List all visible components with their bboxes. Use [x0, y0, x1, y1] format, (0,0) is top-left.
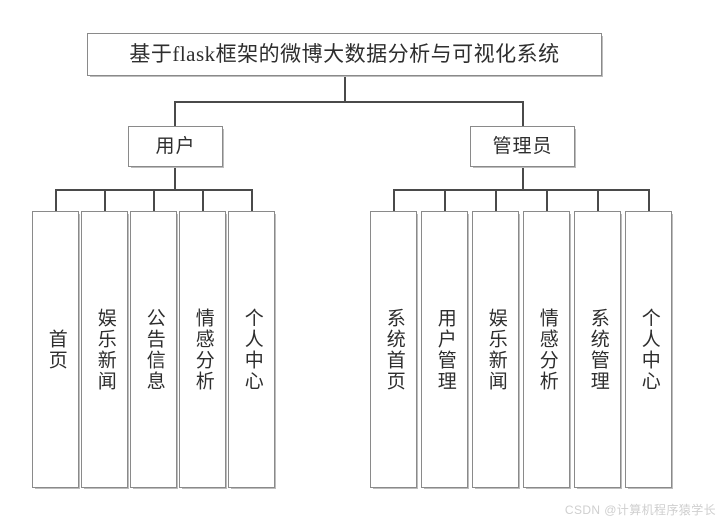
- leaf-node-label: 用户管理: [434, 307, 456, 392]
- role-node-admin: 管理员: [470, 126, 575, 167]
- leaf-node-admin-personal-center: 个人中心: [625, 211, 672, 488]
- leaf-node-admin-entertainment-news: 娱乐新闻: [472, 211, 519, 488]
- connector-admin-drop-5: [597, 189, 599, 212]
- connector-admin-drop-2: [444, 189, 446, 212]
- connector-user-drop-4: [202, 189, 204, 212]
- connector-admin-bus: [393, 189, 649, 191]
- connector-role-bus: [174, 101, 524, 103]
- connector-user-trunk: [174, 166, 176, 191]
- leaf-node-label: 系统管理: [587, 307, 609, 392]
- connector-role-drop-admin: [522, 101, 524, 127]
- leaf-node-admin-system-home: 系统首页: [370, 211, 417, 488]
- leaf-node-label: 情感分析: [192, 307, 214, 392]
- connector-admin-drop-1: [393, 189, 395, 212]
- leaf-node-label: 娱乐新闻: [94, 307, 116, 392]
- leaf-node-label: 情感分析: [536, 307, 558, 392]
- leaf-node-user-personal-center: 个人中心: [228, 211, 275, 488]
- role-node-admin-label: 管理员: [492, 136, 553, 157]
- leaf-node-admin-user-management: 用户管理: [421, 211, 468, 488]
- connector-user-drop-1: [55, 189, 57, 212]
- connector-admin-drop-3: [495, 189, 497, 212]
- leaf-node-label: 娱乐新闻: [485, 307, 507, 392]
- connector-admin-drop-6: [648, 189, 650, 212]
- leaf-node-user-sentiment-analysis: 情感分析: [179, 211, 226, 488]
- leaf-node-label: 个人中心: [638, 307, 660, 392]
- leaf-node-admin-sentiment-analysis: 情感分析: [523, 211, 570, 488]
- leaf-node-admin-system-management: 系统管理: [574, 211, 621, 488]
- leaf-node-user-home: 首页: [32, 211, 79, 488]
- connector-role-drop-user: [174, 101, 176, 127]
- leaf-node-label: 个人中心: [241, 307, 263, 392]
- leaf-node-label: 系统首页: [383, 307, 405, 392]
- leaf-node-label: 公告信息: [143, 307, 165, 392]
- role-node-user: 用户: [128, 126, 223, 167]
- leaf-node-user-entertainment-news: 娱乐新闻: [81, 211, 128, 488]
- connector-admin-trunk: [522, 166, 524, 191]
- connector-user-drop-5: [251, 189, 253, 212]
- role-node-user-label: 用户: [155, 136, 196, 157]
- connector-user-drop-3: [153, 189, 155, 212]
- root-node-label: 基于flask框架的微博大数据分析与可视化系统: [129, 42, 560, 66]
- csdn-watermark: CSDN @计算机程序猿学长: [564, 503, 716, 517]
- connector-admin-drop-4: [546, 189, 548, 212]
- root-node-system-title: 基于flask框架的微博大数据分析与可视化系统: [87, 33, 602, 76]
- leaf-node-label: 首页: [45, 328, 67, 371]
- leaf-node-user-announcements: 公告信息: [130, 211, 177, 488]
- connector-user-drop-2: [104, 189, 106, 212]
- connector-root-trunk: [344, 76, 346, 103]
